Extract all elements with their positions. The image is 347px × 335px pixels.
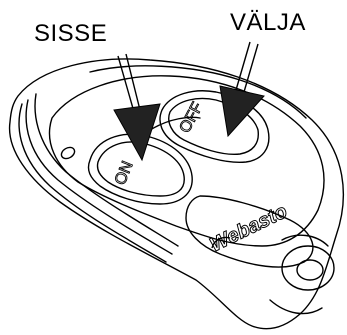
off-callout-arrow <box>220 42 264 136</box>
keyring-hole <box>297 260 323 280</box>
on-button-text: ON <box>112 159 137 188</box>
on-callout-arrow <box>114 54 160 160</box>
shell-side-rib <box>35 94 178 246</box>
down-arrow-icon <box>114 104 160 160</box>
brand-logo-text: Webasto <box>207 200 291 256</box>
off-button-text: OFF <box>177 99 207 135</box>
keyring-collar <box>270 300 322 314</box>
brand-logo: Webasto <box>207 200 291 256</box>
led-indicator-icon <box>59 145 76 161</box>
